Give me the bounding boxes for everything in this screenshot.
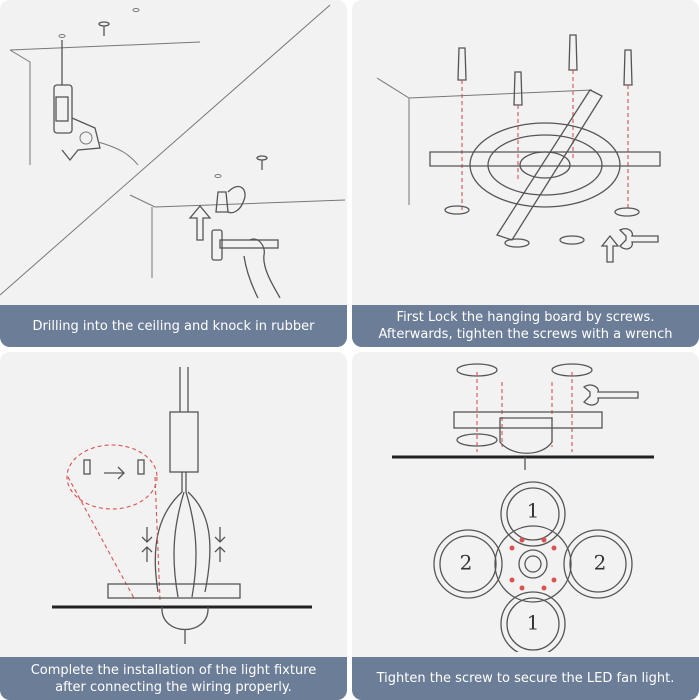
drill-icon [53,40,139,166]
step-4-caption: Tighten the screw to secure the LED fan … [352,657,699,700]
step-4-panel: 1 1 2 2 Tighten the screw to secure the … [352,352,699,700]
step-1-caption: Drilling into the ceiling and knock in r… [0,305,347,347]
rotate-arrow-icon [456,363,593,447]
drilling-illustration [0,4,346,299]
screw-icon [457,34,633,210]
hammer-icon [211,229,281,299]
arrow-up-icon [141,527,226,562]
arrow-up-icon [188,204,212,241]
step-2-panel: First Lock the hanging board by screws. … [352,0,699,347]
hanging-board-illustration [376,34,661,263]
step-3-caption: Complete the installation of the light f… [0,657,347,700]
wrench-icon [582,384,639,406]
step-2-caption: First Lock the hanging board by screws. … [352,305,699,347]
ring-label-right: 2 [594,551,607,575]
arrow-up-icon [600,234,620,263]
led-fan-light-illustration: 1 1 2 2 [392,363,654,652]
wrench-icon [618,228,659,250]
screw-icon [256,155,268,170]
led-rings [433,481,633,652]
ring-label-top: 1 [527,499,540,523]
ring-label-bottom: 1 [527,611,540,635]
step-1-panel: Drilling into the ceiling and knock in r… [0,0,347,347]
ring-label-left: 2 [460,551,473,575]
wiring-illustration [52,367,312,644]
step-3-panel: Complete the installation of the light f… [0,352,347,700]
screw-icon [98,21,110,36]
